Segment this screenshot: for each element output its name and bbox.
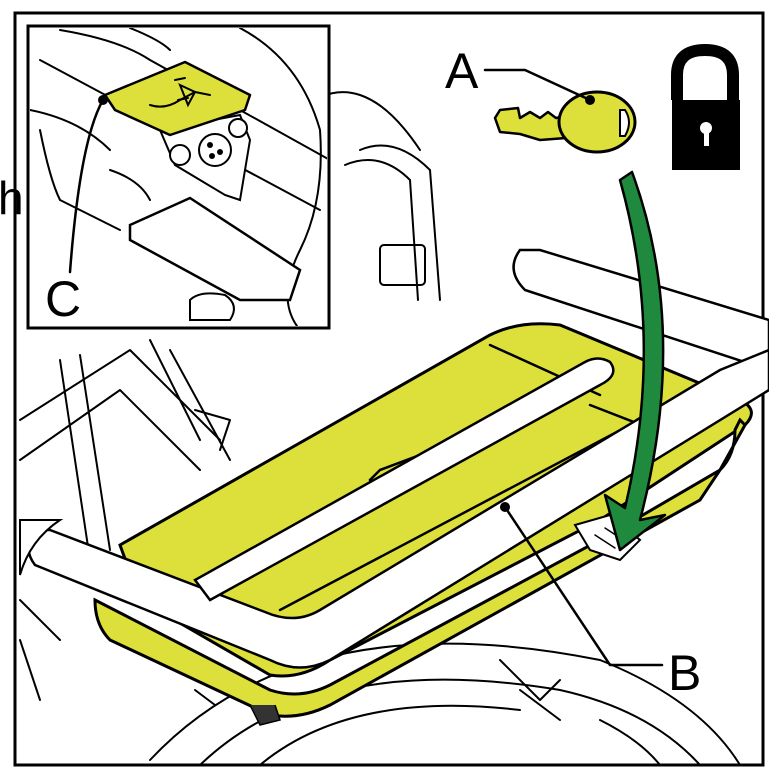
label-a: A (445, 43, 479, 99)
leader-line-b (503, 505, 664, 667)
label-c: C (45, 271, 81, 327)
rack-front-rail (19, 348, 769, 669)
curved-arrow-icon (603, 170, 667, 552)
leader-dot-b (500, 502, 510, 512)
inset-detail: C (26, 24, 331, 330)
battery-pack (93, 322, 753, 726)
leader-dot-a (585, 95, 595, 105)
leader-line-a (483, 68, 592, 102)
key-icon (493, 90, 637, 154)
leader-line-c (68, 98, 105, 274)
bike-frame-lines (19, 91, 741, 766)
unlocked-padlock-icon (671, 43, 740, 170)
label-b: B (668, 645, 701, 701)
leader-dot-c (98, 95, 108, 105)
edge-glyph: h (0, 172, 24, 224)
charging-plug-icon (149, 77, 211, 108)
